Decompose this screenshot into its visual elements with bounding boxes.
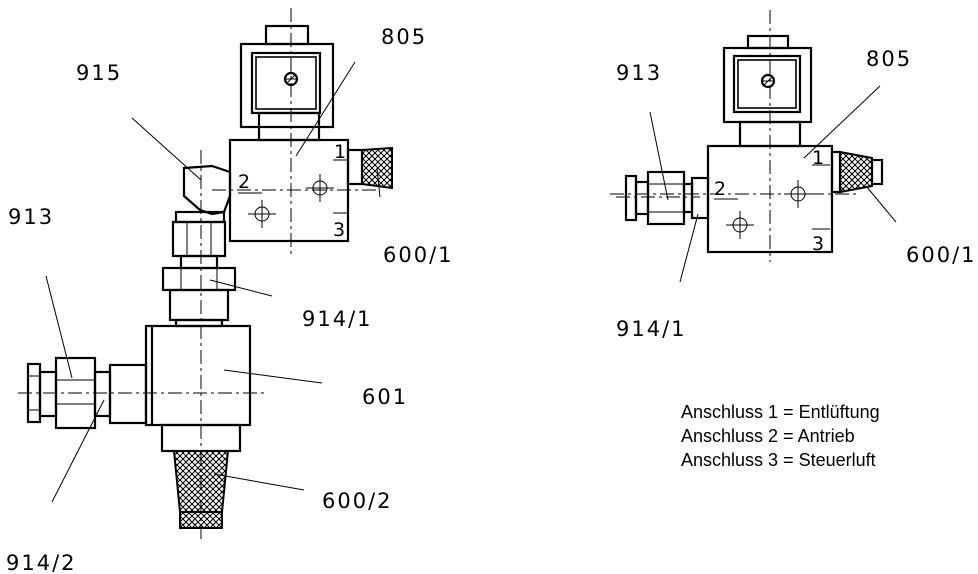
right-leader-lines bbox=[649, 85, 897, 283]
right-solenoid-coil bbox=[722, 34, 813, 148]
left-label-600-1: 600/1 bbox=[383, 243, 454, 267]
right-label-600-1: 600/1 bbox=[906, 243, 977, 267]
left-vertical-tube bbox=[161, 220, 237, 328]
right-valve-assembly: 1 2 3 805 913 600/1 914/1 bbox=[610, 10, 977, 341]
right-side-fitting bbox=[624, 170, 710, 226]
left-silencer-port1 bbox=[346, 146, 393, 190]
left-solenoid-coil bbox=[239, 24, 335, 142]
right-label-914-1: 914/1 bbox=[616, 317, 687, 341]
right-port-3: 3 bbox=[812, 233, 824, 255]
legend-line-1: Anschluss 1 = Entlüftung bbox=[681, 402, 880, 422]
left-leader-lines bbox=[45, 61, 381, 503]
left-port-1: 1 bbox=[334, 141, 346, 163]
left-valve-assembly: 1 2 3 805 915 913 600/1 914/1 601 600/2 … bbox=[6, 8, 454, 574]
left-label-601: 601 bbox=[362, 385, 408, 409]
right-port-1: 1 bbox=[812, 147, 824, 169]
left-label-915: 915 bbox=[76, 61, 122, 85]
right-port-2: 2 bbox=[714, 178, 726, 200]
right-port-holes bbox=[726, 180, 812, 239]
left-label-805: 805 bbox=[381, 25, 427, 49]
left-label-600-2: 600/2 bbox=[322, 489, 393, 513]
left-port-3: 3 bbox=[333, 219, 345, 241]
left-port-holes bbox=[248, 174, 334, 228]
right-label-913: 913 bbox=[616, 61, 662, 85]
left-elbow-fitting bbox=[174, 164, 232, 224]
right-label-805: 805 bbox=[866, 47, 912, 71]
left-label-914-1: 914/1 bbox=[302, 307, 373, 331]
left-port-2: 2 bbox=[238, 171, 250, 193]
left-label-913: 913 bbox=[8, 205, 54, 229]
legend-line-3: Anschluss 3 = Steuerluft bbox=[681, 450, 876, 470]
left-label-914-2: 914/2 bbox=[6, 551, 77, 574]
legend-line-2: Anschluss 2 = Antrieb bbox=[681, 426, 855, 446]
right-silencer-port1 bbox=[830, 150, 884, 194]
left-tee-body bbox=[144, 324, 252, 453]
